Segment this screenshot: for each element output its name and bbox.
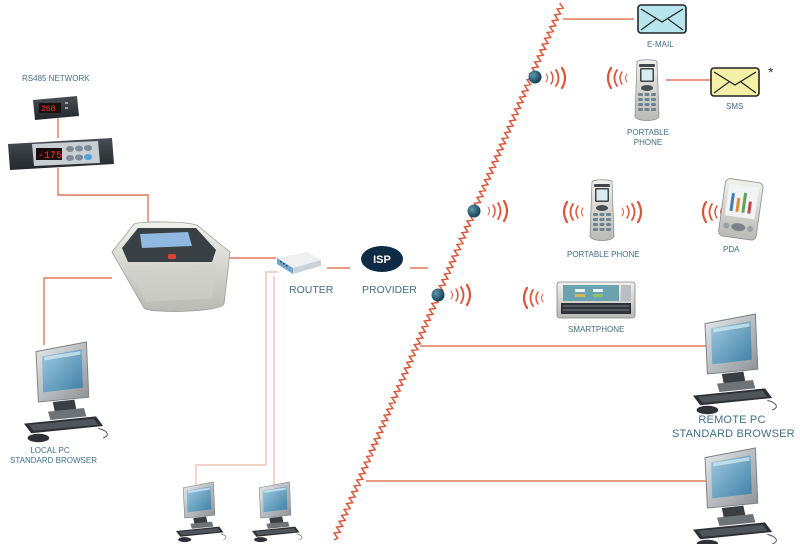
remote-pc-icon <box>692 313 777 415</box>
remote-pc-label-line1: REMOTE PC <box>698 414 766 426</box>
lan-lines <box>195 271 278 485</box>
link-controller-to-gateway <box>57 168 149 222</box>
signal-waves-icon <box>544 66 567 90</box>
local-pc-label-line2: STANDARD BROWSER <box>10 456 97 465</box>
rs485-large-controller-icon: -175 <box>8 138 114 170</box>
router-icon <box>277 252 321 274</box>
portable-phone-top-label-line2: PHONE <box>633 138 663 147</box>
lan-pc-1-icon <box>175 481 227 543</box>
wireless-node-dot-3 <box>431 288 445 302</box>
email-envelope-icon <box>637 4 687 34</box>
sms-footnote-marker: * <box>768 64 774 80</box>
gateway-device-icon <box>111 221 231 312</box>
router-label: ROUTER <box>289 284 334 296</box>
isp-badge-text: ISP <box>373 254 391 266</box>
signal-waves-icon <box>620 200 643 224</box>
remote-pc-label: REMOTE PC STANDARD BROWSER <box>672 414 795 442</box>
sms-label: SMS <box>726 102 744 111</box>
remote-pc-label-line2: STANDARD BROWSER <box>672 427 795 440</box>
isp-provider-label: PROVIDER <box>362 284 417 296</box>
controller-devices-icon: 268 -175 <box>8 96 114 170</box>
rs485-small-controller-icon: 268 <box>33 96 79 120</box>
portable-phone-top-label-line1: PORTABLE <box>627 128 669 137</box>
link-gateway-to-local-pc <box>43 277 112 345</box>
portable-phone-mid-icon <box>589 179 615 241</box>
isp-badge-icon: ISP <box>361 246 403 272</box>
signal-waves-icon <box>701 200 724 224</box>
wireless-node-dot-2 <box>467 204 481 218</box>
local-pc-label-line1: LOCAL PC <box>30 446 70 455</box>
svg-text:268: 268 <box>41 105 56 114</box>
portable-phone-mid-label: PORTABLE PHONE <box>567 250 640 259</box>
link-router-to-lan-pc-1 <box>195 271 278 485</box>
internet-cloud-line <box>332 2 565 541</box>
rs485-network-label: RS485 NETWORK <box>22 74 90 83</box>
email-label: E-MAIL <box>647 40 674 49</box>
svg-text:-175: -175 <box>38 151 62 162</box>
smartphone-label: SMARTPHONE <box>568 325 625 334</box>
pda-icon <box>718 178 764 241</box>
connection-lines <box>43 18 718 482</box>
signal-waves-icon <box>522 286 545 310</box>
local-pc-label: LOCAL PC STANDARD BROWSER <box>10 446 97 466</box>
lan-pc-2-icon <box>251 481 303 543</box>
smartphone-icon <box>556 281 636 319</box>
signal-waves-icon <box>486 199 509 223</box>
remote-pc-2-icon <box>692 447 777 549</box>
sms-envelope-icon <box>710 67 760 97</box>
portable-phone-top-label: PORTABLE PHONE <box>622 128 674 148</box>
signal-waves-icon <box>562 200 585 224</box>
wireless-node-dot-1 <box>528 70 542 84</box>
pda-label: PDA <box>723 245 740 254</box>
portable-phone-top-icon <box>634 59 660 121</box>
local-pc-icon <box>23 341 108 443</box>
signal-waves-icon <box>606 66 629 90</box>
signal-waves-icon <box>449 283 472 307</box>
